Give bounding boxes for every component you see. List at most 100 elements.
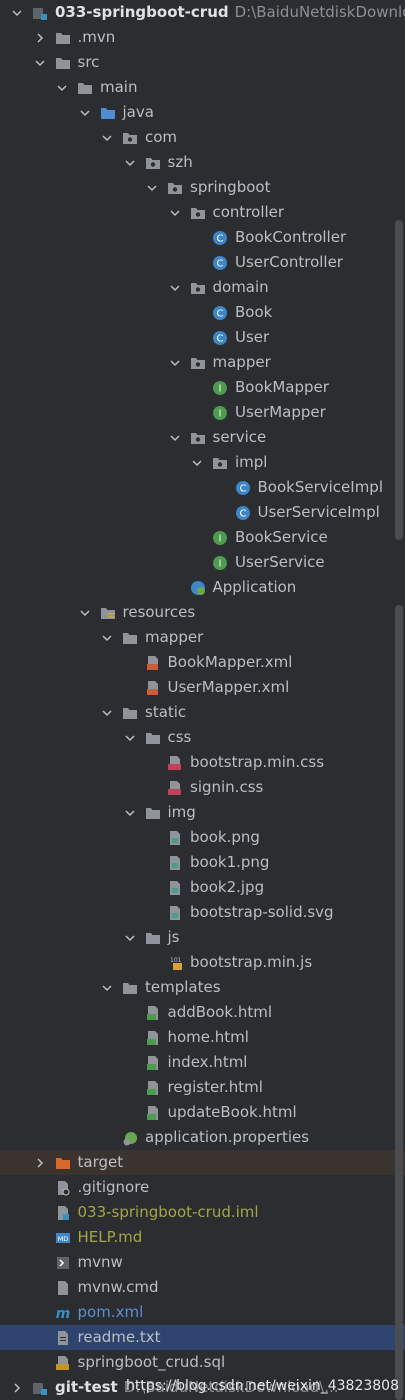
tree-row[interactable]: szh (0, 150, 405, 175)
chevron-right-icon[interactable] (10, 1381, 24, 1395)
chevron-down-icon[interactable] (168, 206, 182, 220)
package-icon (122, 130, 138, 146)
tree-row[interactable]: .gitignore (0, 1175, 405, 1200)
spring-boot-app-icon (190, 580, 206, 596)
tree-row[interactable]: book.png (0, 825, 405, 850)
tree-row[interactable]: index.html (0, 1050, 405, 1075)
scrollbar-upper[interactable] (395, 220, 403, 540)
tree-row[interactable]: UserMapper.xml (0, 675, 405, 700)
chevron-right-icon[interactable] (33, 1156, 47, 1170)
tree-row[interactable]: springboot_crud.sql (0, 1350, 405, 1375)
tree-row[interactable]: application.properties (0, 1125, 405, 1150)
package-icon (190, 430, 206, 446)
tree-row[interactable]: target (0, 1150, 405, 1175)
tree-item-label: 033-springboot-crud.iml (77, 1203, 259, 1221)
tree-row[interactable]: bootstrap-solid.svg (0, 900, 405, 925)
tree-row[interactable]: .mvn (0, 25, 405, 50)
tree-item-label: readme.txt (77, 1328, 161, 1346)
tree-row[interactable]: img (0, 800, 405, 825)
tree-row[interactable]: mapper (0, 625, 405, 650)
class-icon: C (212, 330, 228, 346)
chevron-down-icon[interactable] (168, 431, 182, 445)
chevron-down-icon[interactable] (123, 806, 137, 820)
tree-row[interactable]: 033-springboot-crudD:\BaiduNetdiskDownlo… (0, 0, 405, 25)
tree-row[interactable]: readme.txt (0, 1325, 405, 1350)
tree-item-label: mapper (212, 353, 271, 371)
tree-item-label: updateBook.html (167, 1103, 297, 1121)
svg-text:C: C (217, 308, 224, 319)
tree-row[interactable]: com (0, 125, 405, 150)
tree-row[interactable]: book1.png (0, 850, 405, 875)
chevron-down-icon[interactable] (123, 931, 137, 945)
tree-row[interactable]: springboot (0, 175, 405, 200)
chevron-down-icon[interactable] (78, 106, 92, 120)
tree-row[interactable]: book2.jpg (0, 875, 405, 900)
chevron-right-icon[interactable] (33, 31, 47, 45)
tree-row[interactable]: addBook.html (0, 1000, 405, 1025)
chevron-down-icon[interactable] (10, 6, 24, 20)
tree-row[interactable]: service (0, 425, 405, 450)
folder-icon (55, 55, 71, 71)
chevron-down-icon[interactable] (100, 706, 114, 720)
tree-row[interactable]: BookMapper.xml (0, 650, 405, 675)
xml-file-icon (145, 655, 161, 671)
chevron-down-icon[interactable] (100, 981, 114, 995)
tree-row[interactable]: home.html (0, 1025, 405, 1050)
chevron-down-icon[interactable] (123, 156, 137, 170)
chevron-down-icon[interactable] (100, 131, 114, 145)
chevron-down-icon[interactable] (33, 56, 47, 70)
tree-row[interactable]: Application (0, 575, 405, 600)
tree-row[interactable]: js (0, 925, 405, 950)
tree-item-label: BookMapper.xml (167, 653, 293, 671)
chevron-down-icon[interactable] (123, 731, 137, 745)
tree-row[interactable]: src (0, 50, 405, 75)
tree-row[interactable]: java (0, 100, 405, 125)
scrollbar-lower[interactable] (395, 605, 403, 1400)
tree-row[interactable]: impl (0, 450, 405, 475)
tree-row[interactable]: mvnw.cmd (0, 1275, 405, 1300)
svg-text:C: C (239, 508, 246, 519)
tree-item-label: Application (212, 578, 297, 596)
tree-row[interactable]: controller (0, 200, 405, 225)
svg-text:C: C (239, 483, 246, 494)
tree-row[interactable]: resources (0, 600, 405, 625)
chevron-down-icon[interactable] (190, 456, 204, 470)
tree-row[interactable]: signin.css (0, 775, 405, 800)
tree-row[interactable]: 033-springboot-crud.iml (0, 1200, 405, 1225)
chevron-down-icon[interactable] (78, 606, 92, 620)
chevron-down-icon[interactable] (168, 281, 182, 295)
tree-row[interactable]: templates (0, 975, 405, 1000)
tree-row[interactable]: updateBook.html (0, 1100, 405, 1125)
js-file-icon: 101 (167, 955, 183, 971)
tree-row[interactable]: register.html (0, 1075, 405, 1100)
chevron-down-icon[interactable] (168, 356, 182, 370)
tree-row[interactable]: mvnw (0, 1250, 405, 1275)
chevron-down-icon[interactable] (55, 81, 69, 95)
chevron-down-icon[interactable] (145, 181, 159, 195)
interface-icon: I (212, 405, 228, 421)
tree-item-label: css (167, 728, 192, 746)
tree-row[interactable]: mapper (0, 350, 405, 375)
svg-text:C: C (217, 333, 224, 344)
tree-row[interactable]: css (0, 725, 405, 750)
tree-item-label: BookService (235, 528, 328, 546)
tree-row[interactable]: bootstrap.min.css (0, 750, 405, 775)
chevron-down-icon[interactable] (100, 631, 114, 645)
tree-row[interactable]: main (0, 75, 405, 100)
tree-row[interactable]: domain (0, 275, 405, 300)
tree-row[interactable]: static (0, 700, 405, 725)
